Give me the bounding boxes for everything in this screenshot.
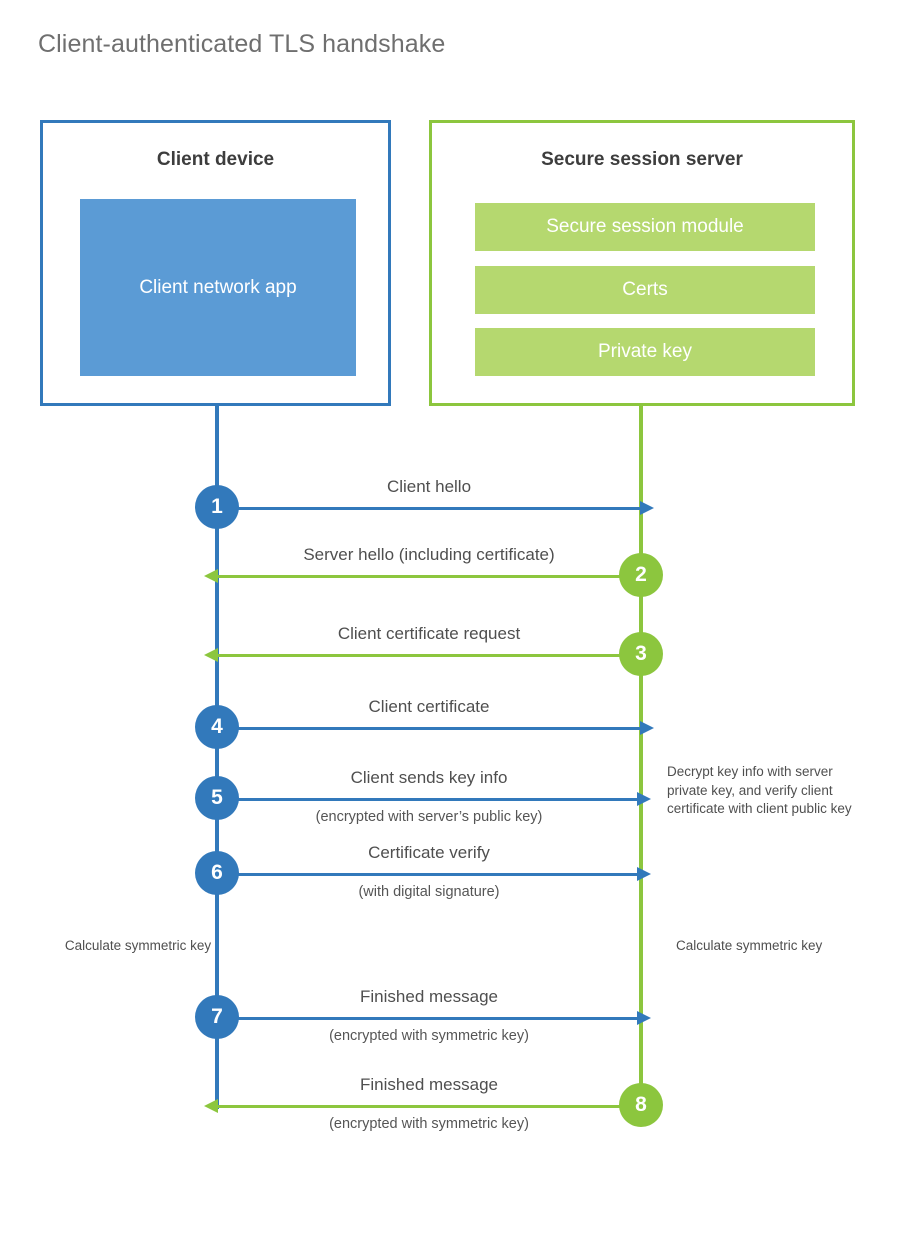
step-8-label: Finished message: [360, 1075, 498, 1094]
step-badge-2: 2: [619, 553, 663, 597]
arrowhead-right-icon: [640, 721, 654, 735]
note-calculate-symmetric-key-client: Calculate symmetric key: [64, 938, 212, 953]
step-1-label: Client hello: [386, 477, 472, 496]
step-badge-6: 6: [195, 851, 239, 895]
step-badge-4: 4: [195, 705, 239, 749]
server-module-certs: Certs: [475, 266, 815, 314]
step-7-sublabel: (encrypted with symmetric key): [329, 1028, 529, 1044]
step-3-arrow: [204, 648, 641, 662]
arrowhead-right-icon: [637, 867, 651, 881]
server-lifeline: [639, 403, 643, 1109]
step-3-label: Client certificate request: [337, 624, 521, 643]
step-2-label: Server hello (including certificate): [303, 545, 555, 564]
step-badge-8: 8: [619, 1083, 663, 1127]
client-device-title: Client device: [156, 149, 275, 170]
arrowhead-left-icon: [204, 1099, 218, 1113]
step-7-label: Finished message: [360, 987, 498, 1006]
step-2-arrow: [204, 569, 641, 583]
page-title: Client-authenticated TLS handshake: [38, 30, 446, 58]
arrowhead-right-icon: [637, 1011, 651, 1025]
client-network-app-block: Client network app: [80, 199, 356, 376]
arrowhead-left-icon: [204, 648, 218, 662]
step-5-sublabel: (encrypted with server’s public key): [315, 809, 543, 825]
step-4-arrow: [217, 721, 654, 735]
secure-session-server-box: Secure session server Secure session mod…: [429, 120, 855, 406]
note-calculate-symmetric-key-server: Calculate symmetric key: [676, 938, 823, 953]
step-7-arrow: [217, 1011, 651, 1025]
step-badge-3: 3: [619, 632, 663, 676]
server-module-secure-session-module: Secure session module: [475, 203, 815, 251]
arrowhead-right-icon: [637, 792, 651, 806]
step-5-arrow: [217, 792, 651, 806]
client-lifeline: [215, 403, 219, 1109]
secure-session-server-title: Secure session server: [541, 149, 743, 170]
note-decrypt-key-info: Decrypt key info with server private key…: [667, 764, 852, 816]
step-6-sublabel: (with digital signature): [358, 884, 500, 900]
arrowhead-right-icon: [640, 501, 654, 515]
step-badge-7: 7: [195, 995, 239, 1039]
step-6-label: Certificate verify: [368, 843, 490, 862]
step-1-arrow: [217, 501, 654, 515]
step-6-arrow: [217, 867, 651, 881]
client-device-box: Client device Client network app: [40, 120, 391, 406]
server-module-private-key: Private key: [475, 328, 815, 376]
step-5-label: Client sends key info: [350, 768, 508, 787]
step-4-label: Client certificate: [368, 697, 490, 716]
step-8-sublabel: (encrypted with symmetric key): [329, 1116, 529, 1132]
step-badge-1: 1: [195, 485, 239, 529]
step-8-arrow: [204, 1099, 641, 1113]
arrowhead-left-icon: [204, 569, 218, 583]
step-badge-5: 5: [195, 776, 239, 820]
